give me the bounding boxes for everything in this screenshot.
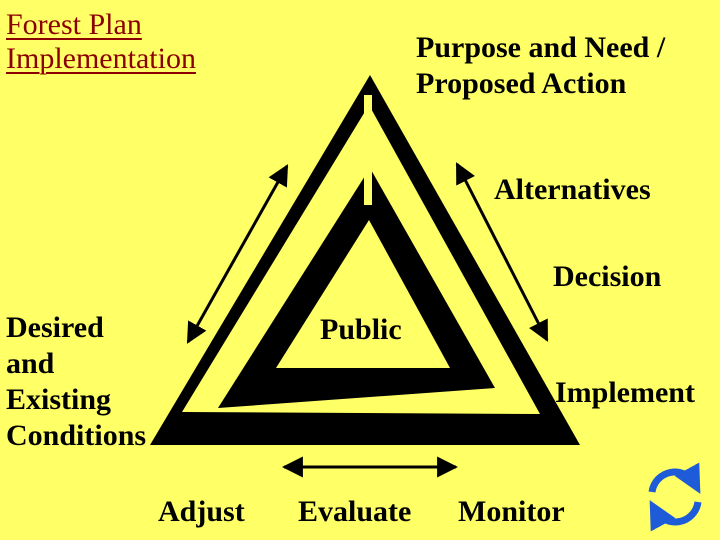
purpose-need-label: Purpose and Need / Proposed Action	[416, 30, 665, 102]
desired-line-4: Conditions	[6, 419, 147, 452]
left-arrow	[186, 164, 289, 344]
implement-label: Implement	[555, 376, 695, 409]
purpose-line-2: Proposed Action	[416, 67, 627, 100]
outer-seam	[364, 95, 372, 205]
title-line-2: Implementation	[6, 41, 196, 75]
right-arrow	[455, 162, 549, 342]
inner-yellow-core	[276, 220, 450, 368]
adjust-label: Adjust	[158, 495, 245, 528]
decision-label: Decision	[553, 260, 662, 293]
desired-conditions-label: Desired and Existing Conditions	[6, 310, 146, 454]
public-label: Public	[320, 313, 402, 346]
desired-line-3: Existing	[6, 383, 112, 416]
refresh-cycle-icon[interactable]	[640, 462, 710, 532]
desired-line-2: and	[6, 347, 55, 380]
purpose-line-1: Purpose and Need /	[416, 31, 666, 64]
alternatives-label: Alternatives	[494, 173, 651, 206]
evaluate-label: Evaluate	[298, 495, 412, 528]
desired-line-1: Desired	[6, 311, 104, 344]
title-line-1: Forest Plan	[6, 8, 142, 41]
monitor-label: Monitor	[458, 495, 565, 528]
page-title: Forest Plan Implementation	[6, 8, 196, 75]
